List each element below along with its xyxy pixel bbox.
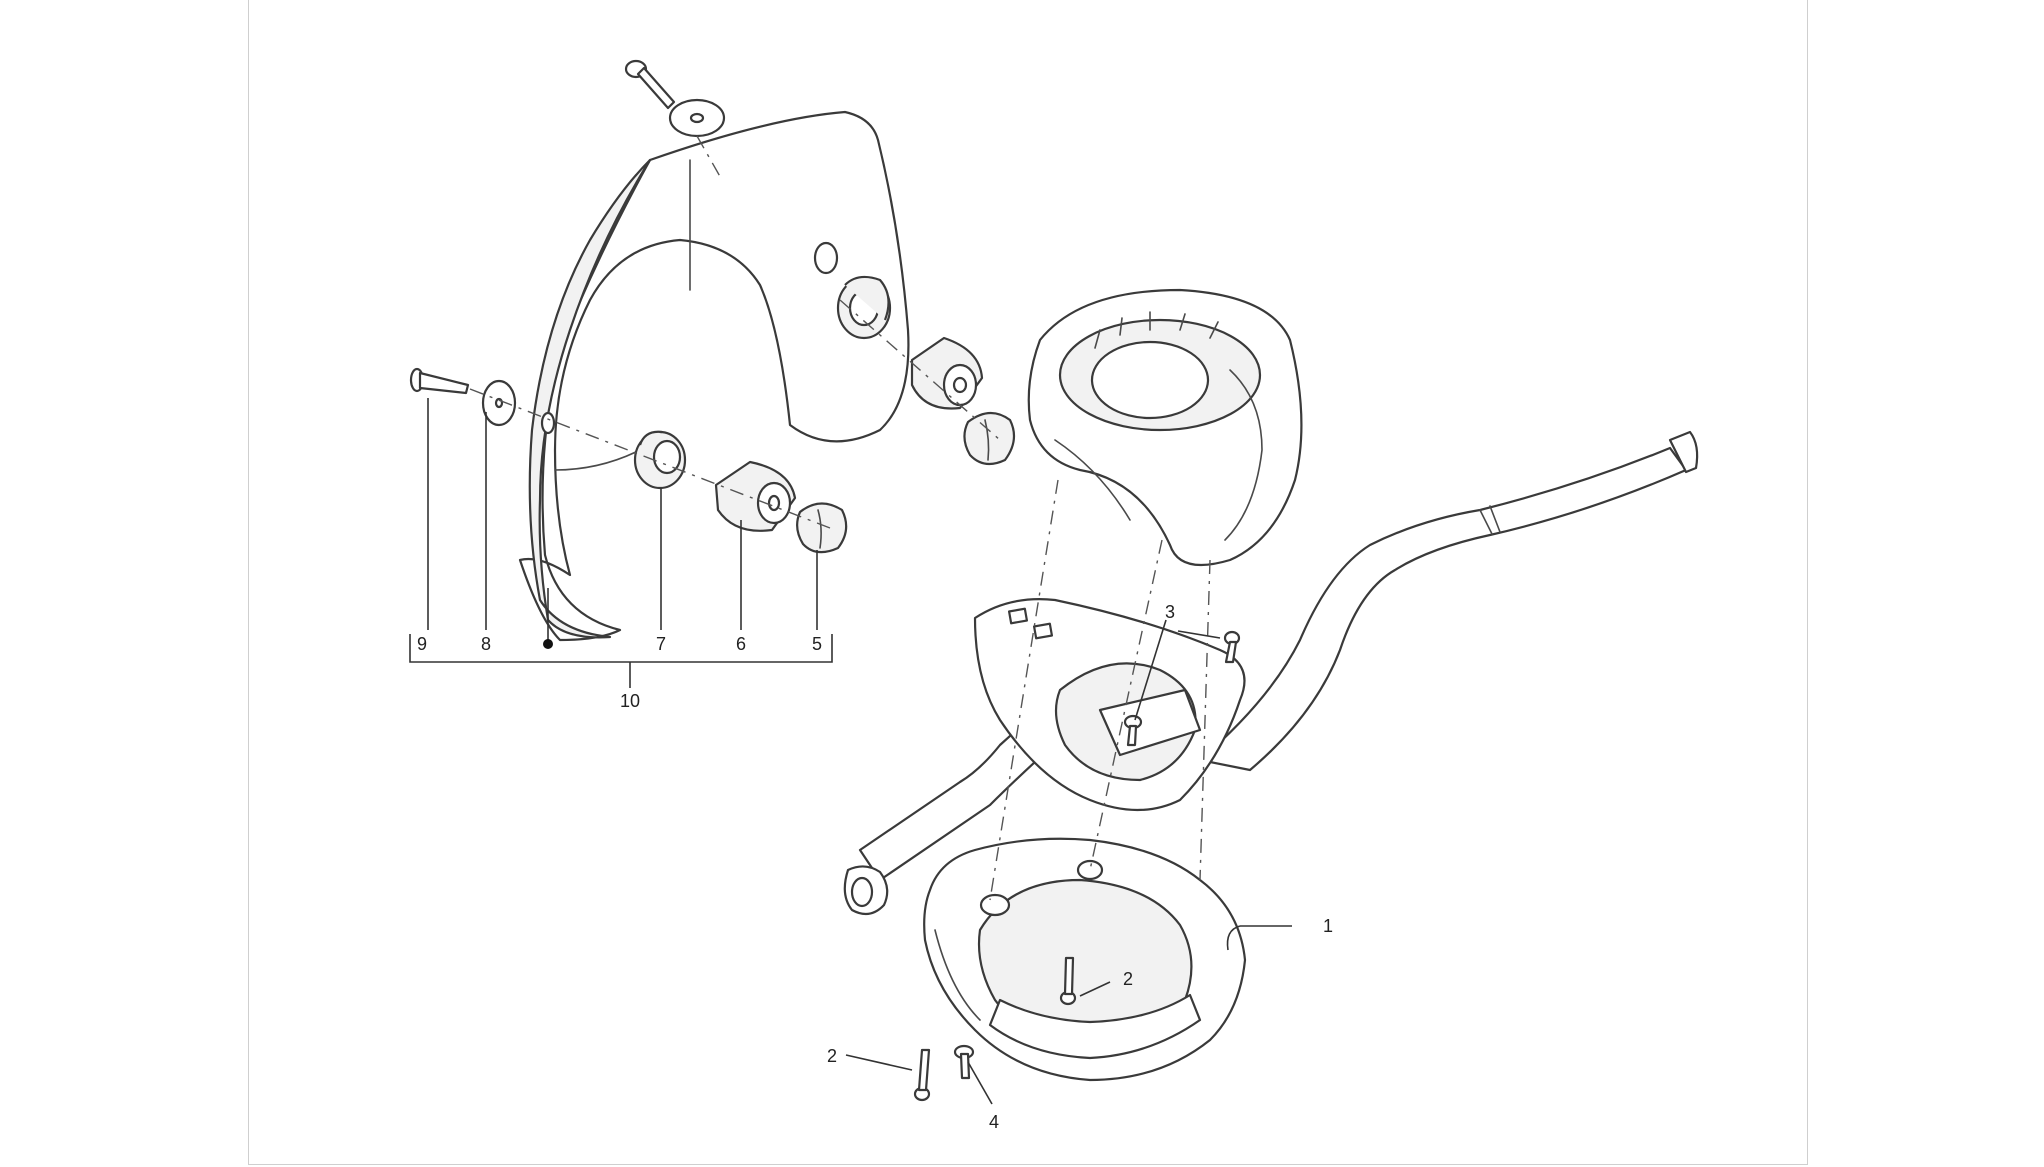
screw-4 xyxy=(953,1044,975,1080)
grommet-7 xyxy=(633,430,687,490)
screw-3b xyxy=(1223,630,1241,664)
callout-1: 1 xyxy=(1323,916,1333,936)
callout-8: 8 xyxy=(481,634,491,654)
screw-2-inner xyxy=(1059,956,1077,1006)
leader-2-inner xyxy=(1079,981,1111,997)
leader-4 xyxy=(967,1061,993,1105)
handlebar-bracket xyxy=(973,598,1246,812)
screw-9 xyxy=(409,367,470,395)
callout-6: 6 xyxy=(736,634,746,654)
windshield-shield xyxy=(518,110,910,642)
callout-7: 7 xyxy=(656,634,666,654)
washer-8 xyxy=(481,379,517,427)
leader-2-outer xyxy=(845,1054,913,1071)
upper-handlebar-cover xyxy=(1027,288,1303,567)
nut-right xyxy=(963,411,1016,466)
callout-10: 10 xyxy=(620,691,640,711)
reference-dot xyxy=(543,639,553,649)
nut-5 xyxy=(796,502,848,554)
screw-2-outer xyxy=(913,1048,931,1102)
top-screw xyxy=(624,59,676,110)
bracket-group-10 xyxy=(409,398,833,688)
spacer-6 xyxy=(714,460,797,532)
callout-3: 3 xyxy=(1165,602,1175,622)
lower-handlebar-cover xyxy=(923,837,1247,1082)
top-washer xyxy=(668,98,726,138)
leader-3 xyxy=(1134,619,1167,721)
leader-1-hook xyxy=(1226,925,1241,951)
leader-3b xyxy=(1177,630,1221,639)
callout-2-inner: 2 xyxy=(1123,969,1133,989)
spacer-right xyxy=(910,336,984,410)
callout-5: 5 xyxy=(812,634,822,654)
callout-4: 4 xyxy=(989,1112,999,1132)
callout-9: 9 xyxy=(417,634,427,654)
screw-3 xyxy=(1123,714,1143,747)
grommet-right xyxy=(836,275,892,340)
callout-2-outer: 2 xyxy=(827,1046,837,1066)
